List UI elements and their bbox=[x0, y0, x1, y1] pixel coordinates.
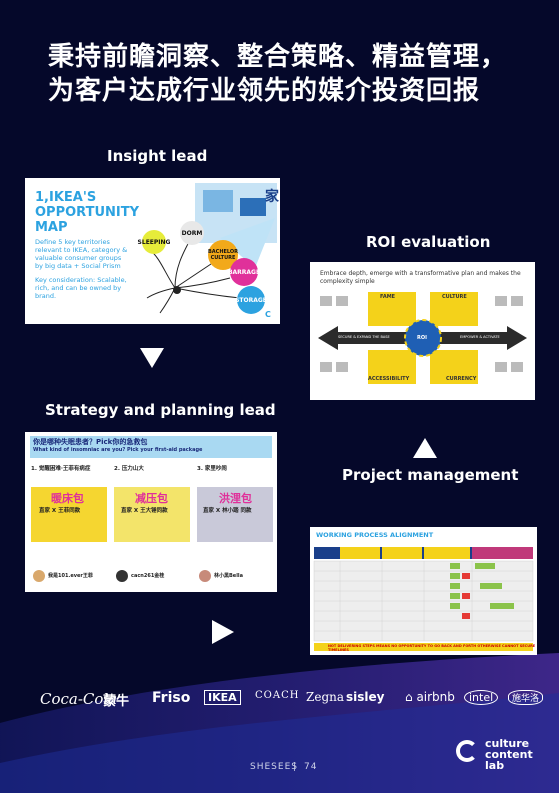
headline: 秉持前瞻洞察、整合策略、精益管理， 为客户达成行业领先的媒介投资回报 bbox=[48, 40, 518, 108]
roi-label-center: ROI bbox=[417, 335, 427, 341]
logo-intel: intel bbox=[464, 690, 499, 705]
arrow-down-icon bbox=[140, 348, 164, 368]
avatar bbox=[199, 570, 211, 582]
ccl-mark-icon: C bbox=[265, 310, 271, 319]
process-table bbox=[313, 547, 534, 651]
strategy-title-en: What kind of insomniac are you? Pick you… bbox=[33, 447, 203, 453]
bubble-sleeping: SLEEPING bbox=[138, 230, 170, 254]
insight-lead-label: Insight lead bbox=[107, 147, 208, 165]
ikea-bullet-1: Define 5 key territories relevant to IKE… bbox=[35, 238, 128, 270]
logo-zegna: Zegna bbox=[306, 690, 345, 704]
project-card: WORKING PROCESS ALIGNMENT bbox=[310, 527, 537, 655]
col2-title: 2. 压力山大 bbox=[114, 466, 144, 472]
avatar bbox=[33, 570, 45, 582]
pack3-name: 洪浬包 bbox=[219, 492, 252, 505]
ikea-opportunity-card: 1,IKEA'S OPPORTUNITY MAP Define 5 key te… bbox=[25, 178, 280, 324]
roi-label-fame: FAME bbox=[380, 294, 396, 300]
bubble-barrage: BARRAGE bbox=[228, 258, 260, 286]
logo-friso: Friso bbox=[152, 690, 191, 706]
kol1-name: 我是101.ever王菲 bbox=[48, 573, 93, 579]
arrow-right-icon bbox=[212, 620, 234, 644]
logo-ikea: IKEA bbox=[204, 690, 241, 705]
ikea-bullets: Define 5 key territories relevant to IKE… bbox=[35, 238, 130, 306]
pack2-sub: 直家 X 王大锤同款 bbox=[121, 508, 168, 514]
arrow-up-icon bbox=[413, 438, 437, 458]
bubble-storage: STORAGE bbox=[235, 286, 267, 314]
roi-card: Embrace depth, emerge with a transformat… bbox=[310, 262, 535, 400]
strategy-lead-label: Strategy and planning lead bbox=[45, 401, 276, 419]
ccl-logo-icon bbox=[456, 740, 478, 762]
pack3-sub: 直家 X 林小踏 同款 bbox=[203, 508, 252, 514]
avatar bbox=[116, 570, 128, 582]
strategy-card: 你是哪种失眠患者？Pick你的急救包 What kind of insomnia… bbox=[25, 432, 277, 592]
pack2-panel bbox=[114, 487, 190, 542]
roi-right-arrow-text: EMPOWER & ACTIVATE bbox=[460, 335, 500, 339]
background-wave bbox=[0, 653, 559, 793]
ikea-bullet-2: Key consideration: Scalable, rich, and c… bbox=[35, 276, 127, 300]
project-title: WORKING PROCESS ALIGNMENT bbox=[316, 531, 434, 539]
footer-brand: SHESEES bbox=[250, 762, 298, 772]
roi-left-arrow-text: SECURE & EXPAND THE BASE bbox=[338, 335, 390, 339]
pack1-name: 暖床包 bbox=[51, 492, 84, 505]
kol3-name: 林小黑Bella bbox=[214, 573, 244, 579]
logo-sisley: sisley bbox=[346, 690, 385, 704]
roi-label-accessibility: ACCESSIBILITY bbox=[368, 376, 410, 382]
project-management-label: Project management bbox=[342, 466, 519, 484]
pack1-sub: 直家 X 王菲同款 bbox=[39, 508, 81, 514]
opportunity-map-graphic bbox=[146, 183, 277, 314]
logo-coach: COACH bbox=[255, 690, 300, 701]
headline-line-1: 秉持前瞻洞察、整合策略、精益管理， bbox=[48, 42, 508, 72]
ikea-title: 1,IKEA'S OPPORTUNITY MAP bbox=[35, 190, 140, 235]
bubble-bachelor-culture: BACHELOR CULTURE bbox=[208, 240, 238, 270]
ikea-cn-char: 家 bbox=[265, 189, 279, 205]
pack2-name: 减压包 bbox=[135, 492, 168, 505]
pack1-panel bbox=[31, 487, 107, 542]
bubble-dorm: DORM bbox=[180, 221, 204, 245]
roi-diagram bbox=[318, 292, 527, 384]
col1-title: 1. 觉醒困难·王菲有病症 bbox=[31, 466, 91, 472]
pack3-panel bbox=[197, 487, 273, 542]
roi-evaluation-label: ROI evaluation bbox=[366, 233, 491, 251]
logo-mengniu: 蒙牛 bbox=[103, 694, 130, 709]
logo-airbnb: ⌂ airbnb bbox=[405, 690, 455, 704]
strategy-title-cn: 你是哪种失眠患者？Pick你的急救包 bbox=[33, 438, 148, 446]
logo-swarovski: 施华洛 bbox=[508, 690, 544, 705]
footer-page-number: 74 bbox=[304, 762, 318, 772]
roi-label-currency: CURRENCY bbox=[446, 376, 477, 382]
kol2-name: cacn261金桂 bbox=[131, 573, 165, 579]
strategy-title-bar bbox=[30, 436, 272, 458]
headline-line-2: 为客户达成行业领先的媒介投资回报 bbox=[48, 76, 481, 106]
logo-coca-cola: Coca-Cola bbox=[40, 690, 118, 708]
roi-label-culture: CULTURE bbox=[442, 294, 467, 300]
col3-title: 3. 家里吵闹 bbox=[197, 466, 227, 472]
footer-separator: | bbox=[293, 762, 298, 772]
project-footer: NOT DELIVERING STEPS MEANS NO OPPORTUNIT… bbox=[328, 644, 536, 652]
ccl-logo-text: culture content lab bbox=[485, 737, 533, 772]
roi-header: Embrace depth, emerge with a transformat… bbox=[320, 270, 521, 285]
client-logos: Coca-Cola 蒙牛 Friso IKEA COACH Zegna sisl… bbox=[0, 690, 559, 720]
